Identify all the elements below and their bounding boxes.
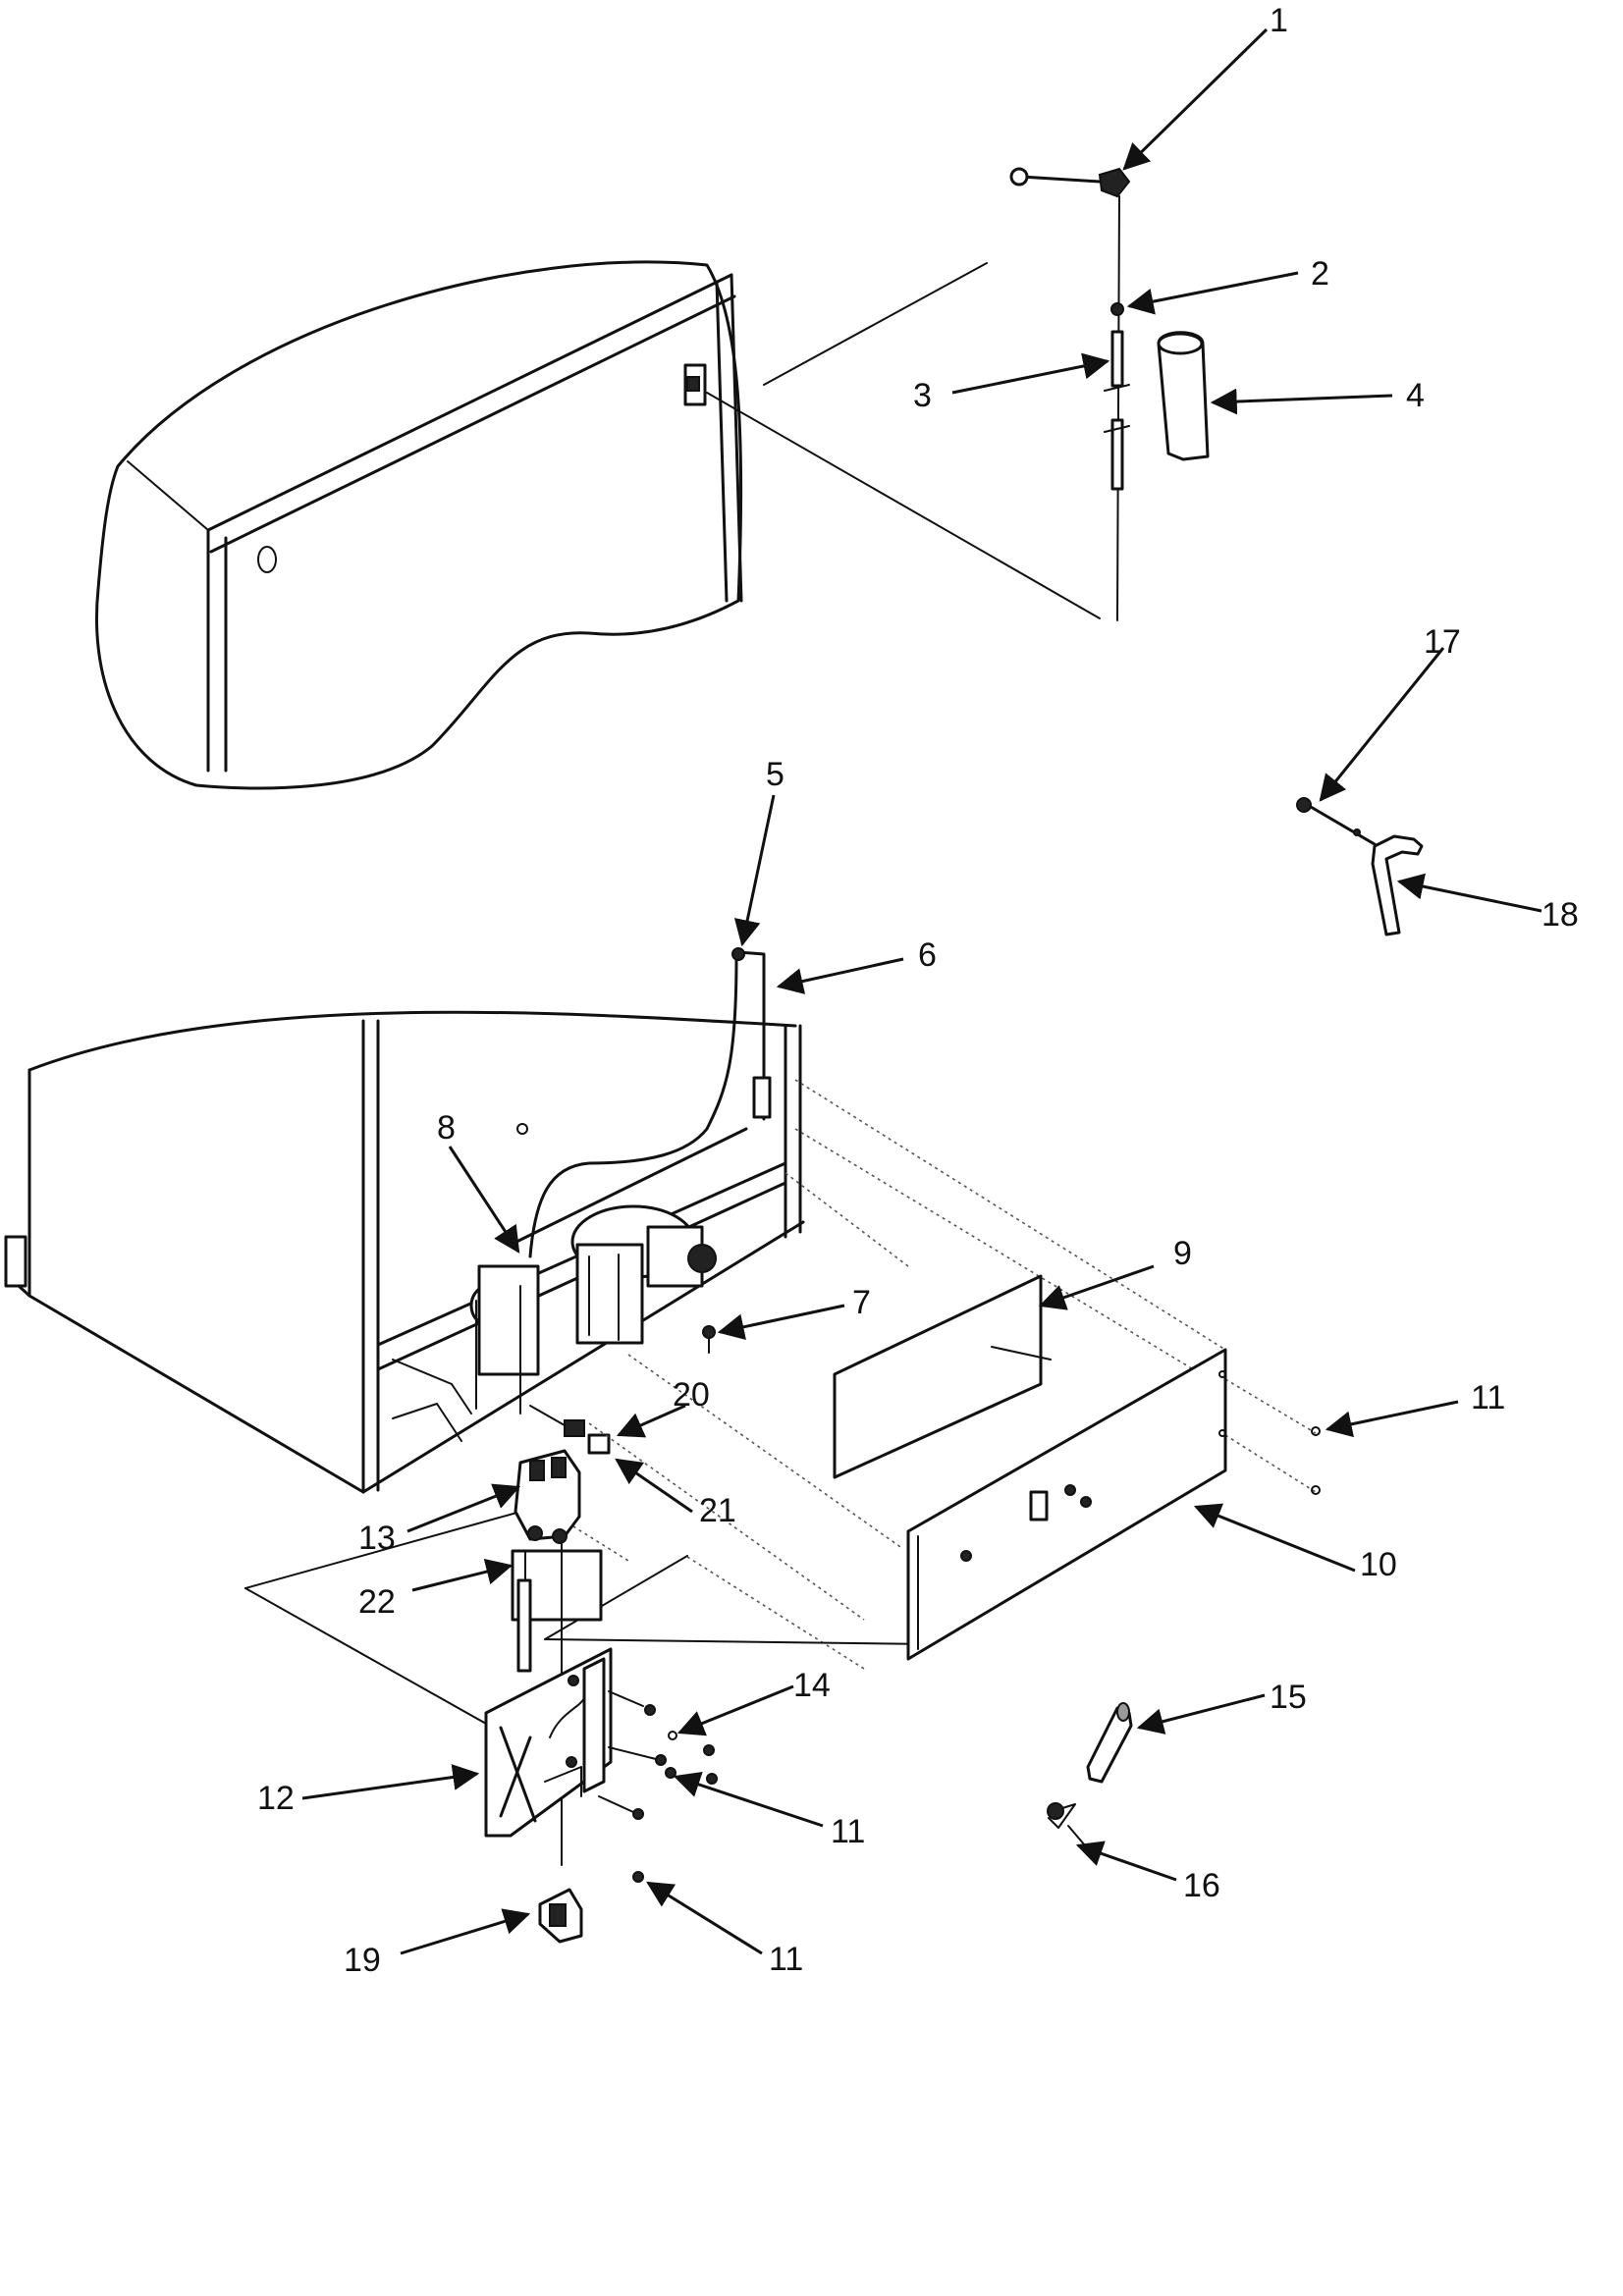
callout-label-15: 14	[793, 1667, 831, 1704]
callout-label-7: 7	[852, 1284, 871, 1321]
callout-label-1: 1	[1270, 2, 1288, 39]
callout-label-12: 11	[831, 1813, 865, 1850]
tube-fittings-18-19	[1296, 797, 1424, 936]
callouts: 1 2 3 4 5 6 8 9 7 11 20 21 10 13 22 14 1	[257, 2, 1579, 1979]
upper-cabinet-drawing	[95, 260, 1101, 790]
callout-label-17: 16	[1183, 1867, 1220, 1904]
callout-label-2: 2	[1311, 255, 1329, 293]
callout-label-8: 8	[437, 1109, 456, 1147]
callout-label-6: 6	[918, 936, 937, 974]
callout-label-9: 9	[1173, 1235, 1192, 1272]
callout-label-18: 17	[1424, 623, 1461, 661]
callout-label-11-lower: 11	[769, 1941, 803, 1978]
callout-label-16: 15	[1270, 1679, 1307, 1716]
screws-lower	[598, 1690, 718, 1883]
panel-9	[833, 1274, 1043, 1479]
callout-label-14: 13	[358, 1520, 396, 1557]
screws-11-right	[1311, 1426, 1321, 1495]
callout-label-23: 22	[358, 1583, 396, 1621]
water-tube-assembly	[1009, 167, 1210, 621]
callout-label-3: 3	[913, 377, 932, 414]
callout-label-22: 21	[699, 1492, 736, 1529]
callout-label-21: 20	[673, 1376, 710, 1414]
callout-label-19: 18	[1542, 896, 1579, 934]
panel-10	[906, 1348, 1227, 1661]
callout-label-10: 10	[1360, 1546, 1397, 1583]
callout-label-13: 12	[257, 1780, 295, 1817]
lower-cabinet-drawing	[4, 947, 805, 1494]
bracket-13	[484, 1647, 613, 1838]
callout-label-5: 5	[766, 756, 784, 793]
clip-20	[538, 1888, 583, 1944]
callout-label-20: 19	[344, 1942, 381, 1979]
filter-16-17	[1047, 1702, 1133, 1846]
callout-label-4: 4	[1406, 377, 1425, 414]
callout-label-11-right: 11	[1471, 1379, 1505, 1416]
